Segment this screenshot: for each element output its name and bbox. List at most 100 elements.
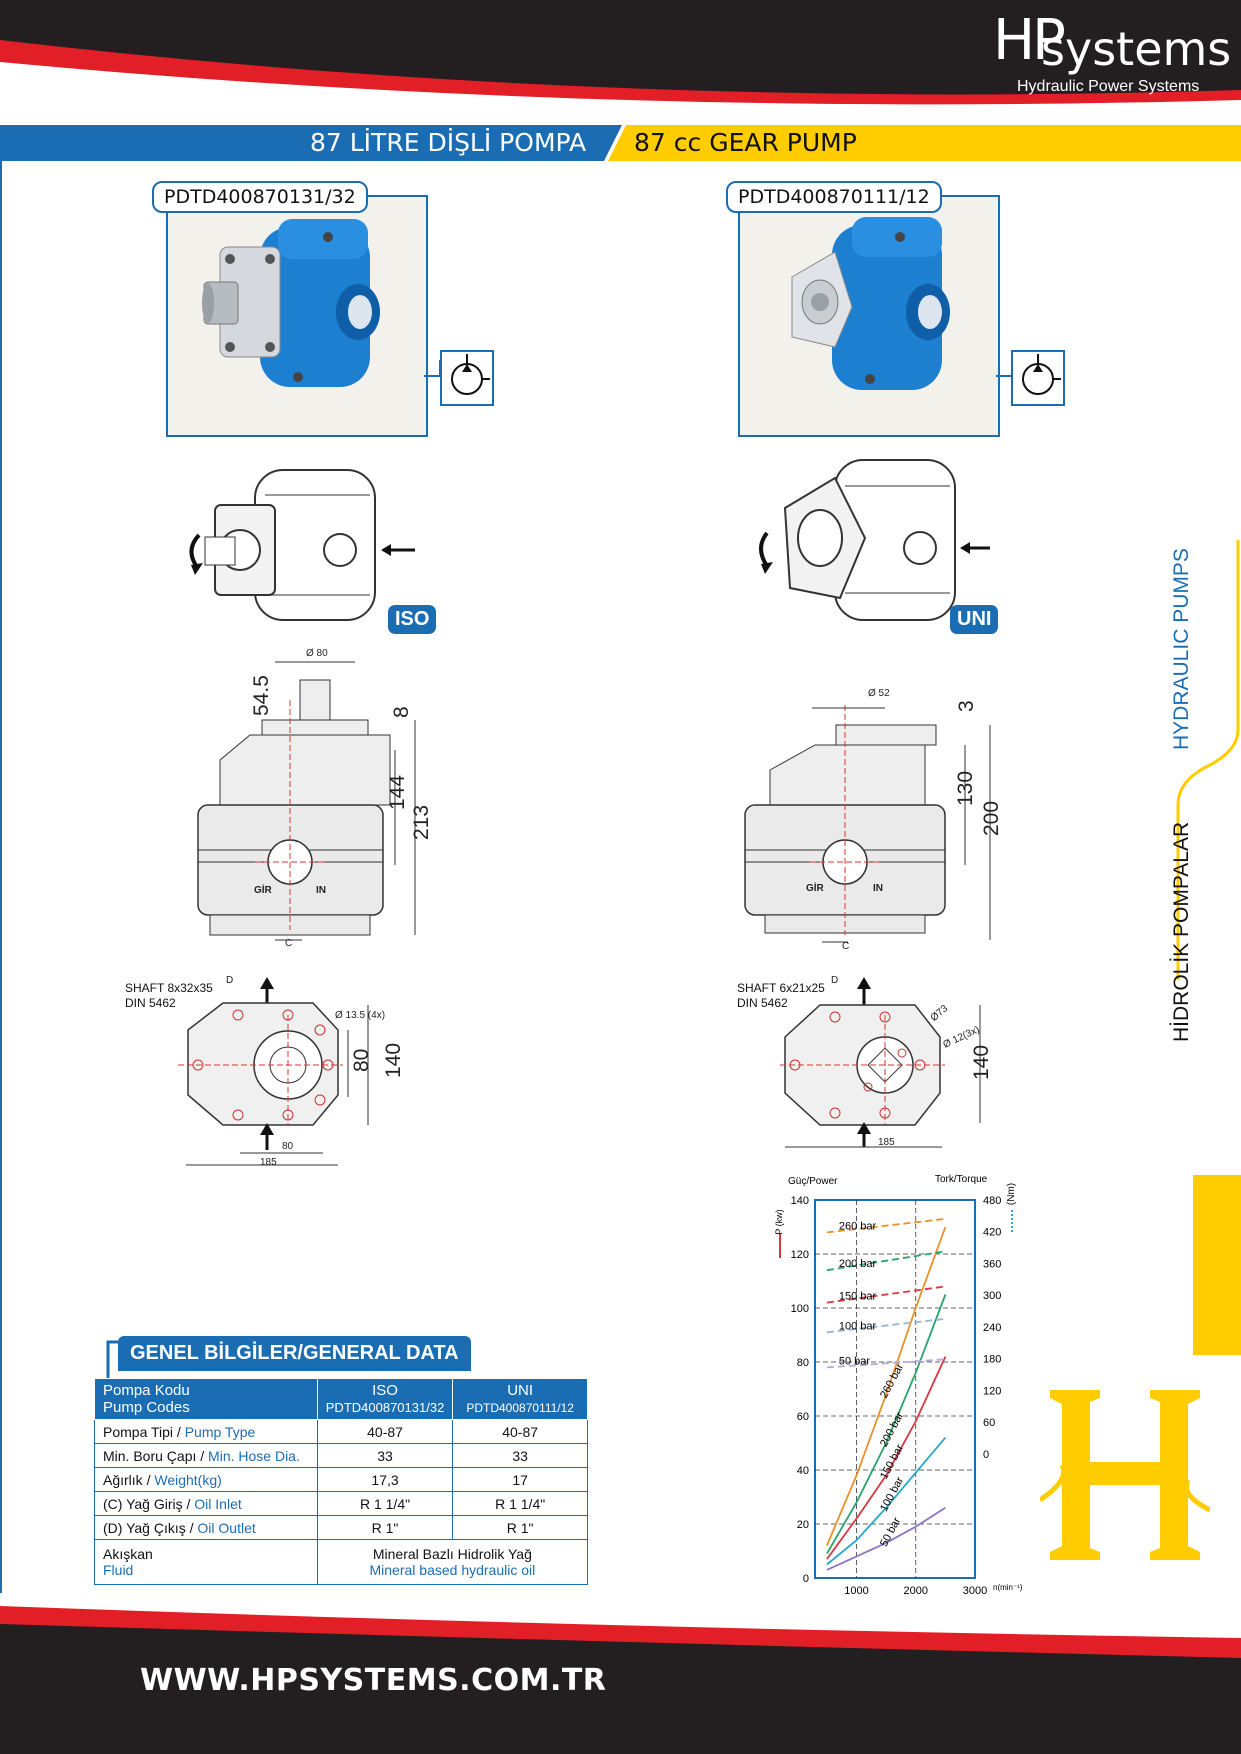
label-uni-gir: GİR [806, 883, 824, 894]
hp-systems-logo: HP systems Hydraulic Power Systems [993, 6, 1231, 102]
chart-power-series-line [826, 1507, 946, 1571]
row-label-tr: (D) Yağ Çıkış / [103, 1519, 198, 1536]
cell-uni: R 1" [452, 1515, 588, 1540]
row-label: (D) Yağ Çıkış / Oil Outlet [94, 1515, 318, 1540]
label-iso-d: D [226, 975, 234, 986]
chart-torque-series-label: 100 bar [839, 1320, 877, 1332]
shaft-spec-uni-line1: SHAFT 6x21x25 [737, 981, 825, 995]
chart-torque-series-line [826, 1358, 946, 1369]
row-label: Min. Boru Çapı / Min. Hose Dia. [94, 1443, 318, 1468]
header-col-iso-code: PDTD400870131/32 [325, 1400, 445, 1415]
product-photo-uni [738, 195, 1000, 437]
logo-systems: systems [1041, 22, 1232, 76]
chart-plot-area [814, 1199, 976, 1579]
shaft-spec-iso-line2: DIN 5462 [125, 996, 176, 1010]
label-iso-in: IN [316, 885, 326, 896]
header-col-uni-name: UNI [507, 1382, 534, 1399]
website-url[interactable]: WWW.HPSYSTEMS.COM.TR [140, 1663, 607, 1698]
row-label-tr: Pompa Tipi / [103, 1423, 185, 1440]
fluid-value-tr: Mineral Bazlı Hidrolik Yağ [372, 1546, 532, 1562]
cell-iso: 33 [316, 1443, 454, 1468]
row-label: Ağırlık / Weight(kg) [94, 1467, 318, 1492]
row-label-tr: Min. Boru Çapı / [103, 1447, 209, 1464]
row-label: Pompa Tipi / Pump Type [94, 1419, 318, 1444]
chart-tick-y: 140 [791, 1195, 809, 1207]
general-data-bracket [106, 1340, 118, 1378]
page-left-rule [0, 161, 2, 1593]
cell-iso: R 1 1/4" [316, 1491, 454, 1516]
header-label-tr: Pompa Kodu [103, 1382, 190, 1399]
chart-torque-series-label: 50 bar [839, 1355, 871, 1367]
dim-uni-w2: 185 [878, 1137, 895, 1148]
label-iso-gir: GİR [254, 885, 272, 896]
row-label-en: Weight(kg) [154, 1471, 222, 1488]
dim-iso-port: C [285, 938, 293, 949]
chart-tick-torque: 420 [983, 1227, 1001, 1239]
chart-torque-series-label: 260 bar [839, 1220, 877, 1232]
side-label-english: HYDRAULIC PUMPS [1170, 548, 1193, 750]
header-col-uni-code: PDTD400870111/12 [466, 1401, 574, 1415]
chart-tick-torque: 300 [983, 1290, 1001, 1302]
chart-torque-series-line [826, 1285, 946, 1304]
pump-uni-illustration [791, 217, 950, 390]
header-label-en: Pump Codes [103, 1399, 190, 1416]
header-banner [0, 0, 1241, 125]
title-english: 87 cc GEAR PUMP [634, 128, 857, 157]
row-label: (C) Yağ Giriş / Oil Inlet [94, 1491, 318, 1516]
pump-symbol-uni [1011, 350, 1065, 406]
chart-left-axis-label: P (kw) [774, 1209, 784, 1234]
chart-tick-y: 80 [797, 1357, 809, 1369]
chart-tick-torque: 240 [983, 1322, 1001, 1334]
logo-hp: HP [993, 8, 1066, 73]
cell-iso: R 1" [316, 1515, 454, 1540]
h-monogram-icon [1040, 1390, 1210, 1560]
general-data-title: GENEL BİLGİLER/GENERAL DATA [118, 1336, 471, 1371]
chart-tick-x: 2000 [903, 1585, 927, 1597]
row-label-en: Oil Outlet [197, 1519, 256, 1536]
chart-tick-torque: 60 [983, 1417, 995, 1429]
cell-iso: 17,3 [316, 1467, 454, 1492]
side-label-turkish: HİDROLİK POMPALAR [1170, 821, 1193, 1042]
badge-uni: UNI [950, 605, 999, 634]
chart-tick-y: 20 [797, 1519, 809, 1531]
cell-uni: 17 [452, 1467, 588, 1492]
chart-tick-x: 1000 [844, 1585, 868, 1597]
row-label-tr: Ağırlık / [103, 1471, 155, 1488]
dim-iso-mid: 144 [386, 774, 409, 810]
title-turkish: 87 LİTRE DİŞLİ POMPA [310, 128, 587, 157]
hydraulic-pump-symbol-icon [1022, 354, 1061, 395]
chart-torque-series-label: 200 bar [839, 1258, 877, 1270]
tech-drawing-uni-front [780, 977, 981, 1148]
connector-line-iso [424, 360, 440, 377]
chart-tick-x: 3000 [963, 1585, 987, 1597]
row-label-en: Oil Inlet [194, 1495, 242, 1512]
dim-iso-h2: 140 [382, 1042, 405, 1078]
product-photo-iso [166, 195, 428, 437]
chart-tick-torque: 180 [983, 1354, 1001, 1366]
chart-right-axis-title: Tork/Torque [935, 1174, 988, 1185]
footer-banner [0, 1606, 1241, 1754]
product-code-uni: PDTD400870111/12 [726, 181, 942, 213]
title-bar [0, 125, 1241, 161]
cell-uni: R 1 1/4" [452, 1491, 588, 1516]
pump-iso-line-drawing [189, 469, 415, 621]
hydraulic-pump-symbol-icon [451, 354, 490, 395]
dim-iso-w2: 185 [260, 1157, 277, 1168]
header-col-iso-name: ISO [372, 1382, 398, 1399]
dim-iso-h1: 80 [350, 1048, 373, 1072]
fluid-value-en: Mineral based hydraulic oil [369, 1562, 536, 1578]
chart-tick-torque: 360 [983, 1258, 1001, 1270]
chart-tick-y: 120 [791, 1249, 809, 1261]
